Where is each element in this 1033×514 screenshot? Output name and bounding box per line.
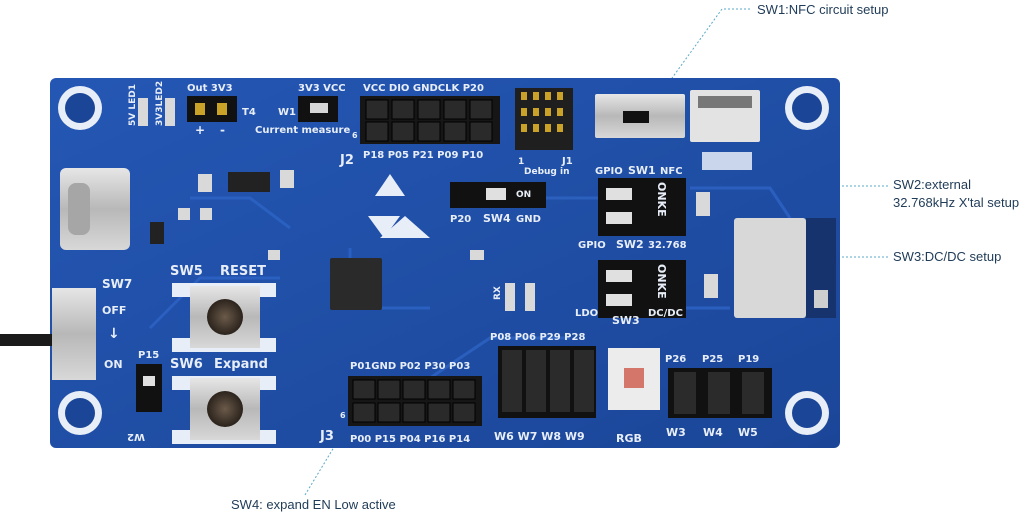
svg-text:W4: W4 [703,426,723,439]
svg-text:P25: P25 [702,354,723,365]
svg-text:P26: P26 [665,354,686,365]
svg-text:GPIO: GPIO [595,166,623,177]
svg-text:ON: ON [516,190,531,200]
svg-text:P00 P15 P04 P16 P14: P00 P15 P04 P16 P14 [350,434,470,445]
callout-sw3: SW3:DC/DC setup [893,249,1002,264]
svg-text:3V3 VCC: 3V3 VCC [298,83,346,94]
svg-text:1: 1 [518,157,524,167]
svg-text:P20: P20 [450,214,471,225]
svg-text:SW6: SW6 [170,357,203,372]
svg-text:J2: J2 [339,153,354,168]
logo-triangle-left [368,216,400,238]
svg-text:OFF: OFF [102,304,126,317]
silk-led2: 3V3LED2 [155,81,165,126]
svg-text:GND: GND [516,214,541,225]
svg-text:W2: W2 [127,431,145,442]
svg-text:P18 P05 P21 P09 P10: P18 P05 P21 P09 P10 [363,150,483,161]
svg-text:LDO: LDO [575,308,598,319]
svg-text:T4: T4 [242,107,256,118]
svg-text:W6 W7 W8 W9: W6 W7 W8 W9 [494,430,585,443]
svg-text:SW7: SW7 [102,277,132,291]
svg-text:Current measure: Current measure [255,125,350,136]
svg-text:VCC DIO GNDCLK P20: VCC DIO GNDCLK P20 [363,83,484,94]
svg-text:P19: P19 [738,354,759,365]
jumper-w2 [136,364,162,412]
svg-text:NFC: NFC [660,166,683,177]
svg-text:DC/DC: DC/DC [648,308,683,319]
callout-sw2-line2: 32.768kHz X'tal setup [893,195,1020,210]
svg-text:P01GND P02 P30 P03: P01GND P02 P30 P03 [350,361,470,372]
leader-sw1 [645,8,750,115]
switch-sw7 [52,288,96,380]
svg-text:6: 6 [352,131,358,140]
callout-sw2-line1: SW2:external [893,177,972,192]
cable [0,334,52,346]
silk-led1: 5V LED1 [128,84,138,126]
svg-text:RESET: RESET [220,264,266,279]
svg-text:ONKE: ONKE [655,264,668,299]
svg-text:+: + [195,123,205,137]
svg-text:J1: J1 [561,156,573,167]
silk-out3v3: Out 3V3 [187,83,233,94]
sw7-arrow: ↓ [108,326,120,342]
svg-text:W1: W1 [278,107,296,118]
svg-text:SW4: SW4 [483,212,511,225]
logo-triangle-top [375,174,405,196]
header-out3v3 [187,96,237,122]
svg-text:P15: P15 [138,350,159,361]
switch-sw2 [598,178,686,236]
ble-module [734,218,806,318]
svg-text:W3: W3 [666,426,686,439]
svg-text:ON: ON [104,358,123,371]
svg-text:RGB: RGB [616,432,642,445]
svg-text:P08 P06 P29 P28: P08 P06 P29 P28 [490,332,585,343]
mcu-chip [330,258,382,310]
logo-triangle-right [380,216,430,238]
svg-text:SW1: SW1 [628,164,656,177]
switch-sw3 [598,260,686,318]
svg-text:SW5: SW5 [170,264,203,279]
svg-text:SW3: SW3 [612,314,640,327]
svg-text:Expand: Expand [214,357,268,372]
callout-sw4: SW4: expand EN Low active [231,497,396,512]
svg-text:-: - [220,123,225,137]
svg-text:W5: W5 [738,426,758,439]
smd-components [178,170,718,298]
svg-text:ONKE: ONKE [655,182,668,217]
pcb-board: 5V LED1 3V3LED2 Out 3V3 + - T4 3V3 VCC W… [50,78,840,448]
svg-text:GPIO: GPIO [578,240,606,251]
svg-text:SW2: SW2 [616,238,644,251]
callout-sw1: SW1:NFC circuit setup [757,2,889,17]
svg-text:32.768: 32.768 [648,240,687,251]
mounting-holes [58,86,829,435]
svg-text:RX: RX [493,286,503,300]
svg-text:J3: J3 [319,429,334,444]
svg-text:6: 6 [340,411,346,420]
svg-text:Debug in: Debug in [524,167,570,177]
